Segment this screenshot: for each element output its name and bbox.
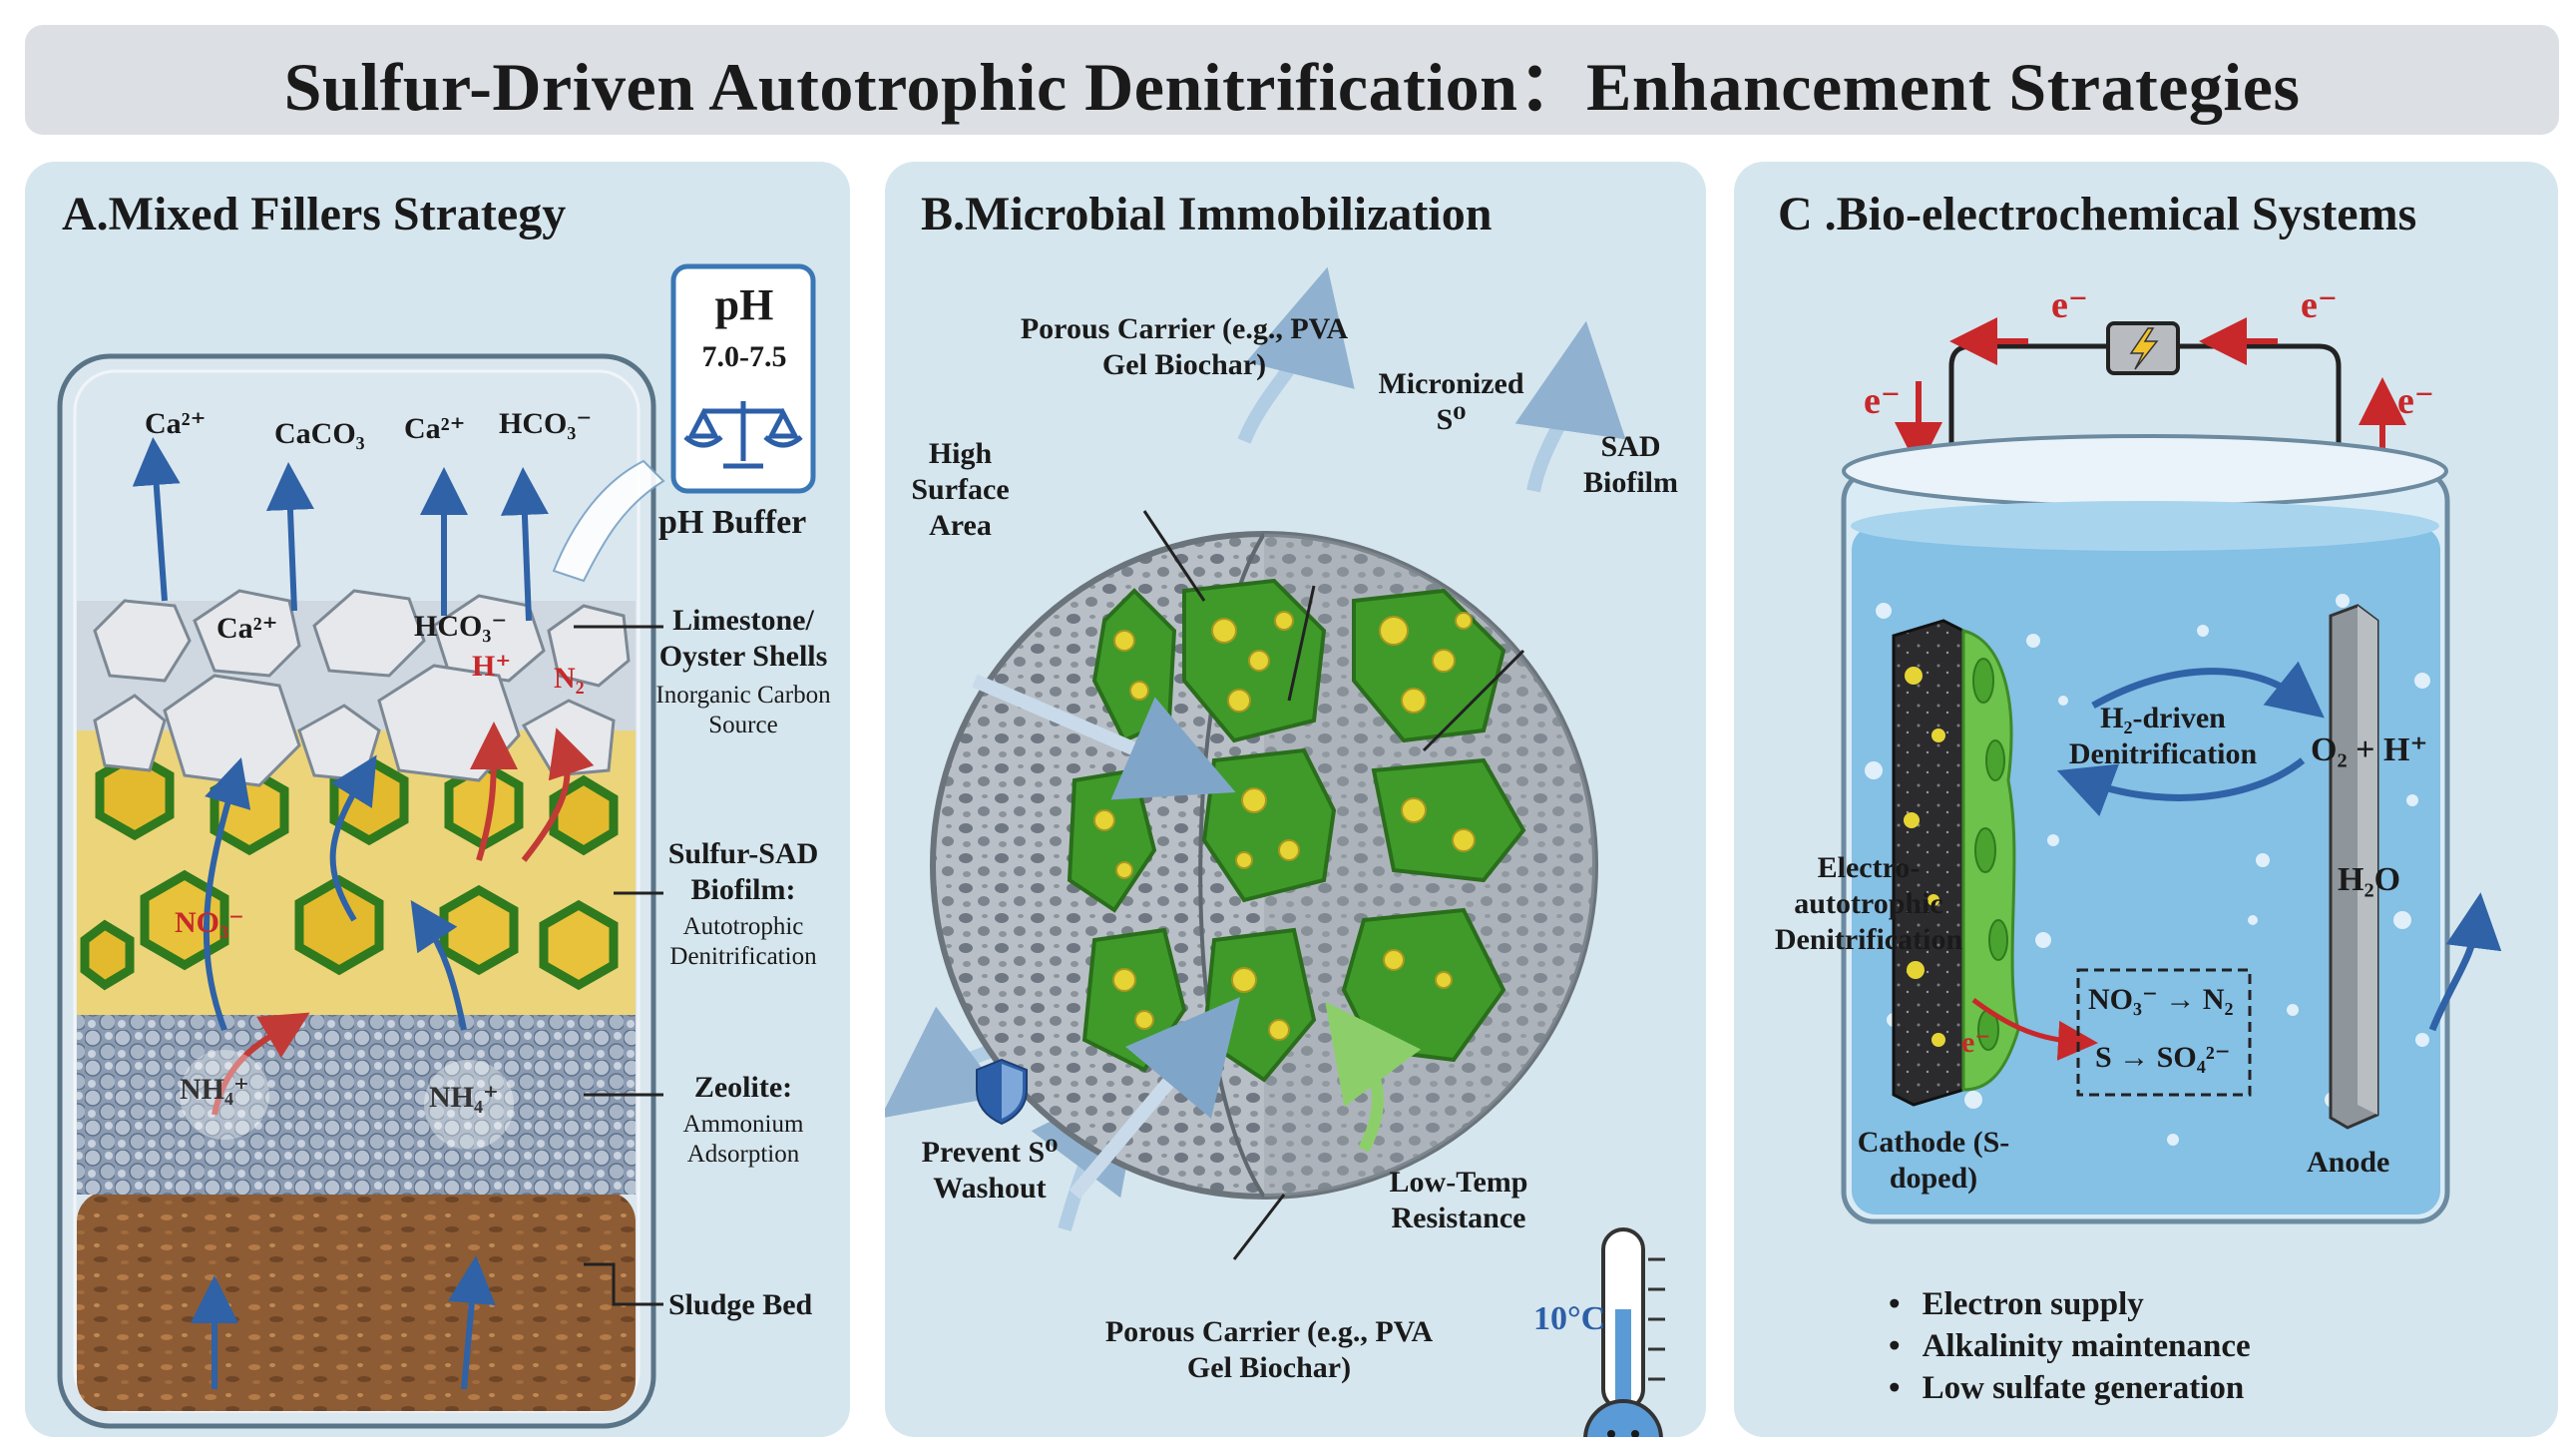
reaction-nitrate: NO₃⁻ → N₂ — [2088, 983, 2234, 1016]
zeolite-subtitle: Ammonium Adsorption — [682, 1111, 804, 1168]
electron-label-biofilm: e⁻ — [1961, 1026, 1991, 1059]
ion-caco3: CaCO₃ — [274, 417, 365, 450]
bullet-alkalinity: Alkalinity maintenance — [1889, 1328, 2251, 1365]
sulfur-subtitle: Autotrophic Denitrification — [669, 913, 817, 970]
limestone-title: Limestone/ Oyster Shells — [658, 604, 828, 673]
temperature-label: 10°C — [1533, 1300, 1606, 1337]
electron-label-top-right: e⁻ — [2301, 284, 2338, 326]
thermometer-icon — [1583, 1227, 1665, 1437]
reaction-box — [2076, 968, 2252, 1097]
ph-label: pH — [714, 280, 774, 329]
h2o-label: H₂O — [2338, 861, 2401, 898]
reaction-sulfate: S → SO₄²⁻ — [2095, 1041, 2231, 1074]
low-temp-resistance-label: Low-Temp Resistance — [1389, 1166, 1528, 1234]
h2-driven-label: H₂-driven Denitrification — [2068, 702, 2258, 770]
bio-electrochemical-cell-illustration — [1841, 317, 2502, 1224]
sludge-title: Sludge Bed — [668, 1288, 813, 1321]
balance-scale-icon — [683, 401, 803, 469]
panel-a-title: A.Mixed Fillers Strategy — [62, 188, 567, 241]
porous-carrier-bottom-label: Porous Carrier (e.g., PVA Gel Biochar) — [1104, 1315, 1434, 1384]
ion-ca-inside: Ca²⁺ — [216, 612, 278, 645]
electron-label-top-left: e⁻ — [2051, 284, 2088, 326]
ion-no3: NO₃⁻ — [175, 906, 244, 939]
shield-icon — [976, 1058, 1028, 1126]
sad-biofilm-label: SAD Biofilm — [1583, 430, 1678, 499]
ph-range: 7.0-7.5 — [701, 340, 787, 373]
cathode-label: Cathode (S-doped) — [1857, 1126, 2010, 1195]
zeolite-layer — [77, 1010, 636, 1195]
micronized-s0-label: Micronized S⁰ — [1378, 367, 1524, 436]
electron-label-right: e⁻ — [2397, 380, 2434, 422]
immobilized-carrier-illustration — [885, 266, 1665, 1437]
porous-carrier-top-label: Porous Carrier (e.g., PVA Gel Biochar) — [1020, 312, 1349, 381]
ion-nh4-right: NH₄⁺ — [429, 1081, 499, 1114]
anode-label: Anode — [2307, 1146, 2390, 1179]
mixed-fillers-column-illustration — [57, 263, 816, 1429]
ion-ca-top-left: Ca²⁺ — [145, 407, 207, 440]
zeolite-title: Zeolite: — [693, 1071, 793, 1104]
limestone-rocks — [93, 589, 631, 787]
ion-nh4-left: NH₄⁺ — [180, 1073, 249, 1106]
ph-buffer-caption: pH Buffer — [658, 504, 807, 541]
panel-b-title: B.Microbial Immobilization — [921, 188, 1493, 241]
page-title: Sulfur-Driven Autotrophic Denitrificatio… — [283, 48, 2301, 125]
o2-h-label: O₂ + H⁺ — [2311, 731, 2428, 768]
limestone-subtitle: Inorganic Carbon Source — [655, 682, 831, 738]
title-bar: Sulfur-Driven Autotrophic Denitrificatio… — [25, 25, 2559, 135]
electron-label-left: e⁻ — [1864, 380, 1901, 422]
sludge-layer — [77, 1192, 636, 1411]
panel-bio-electrochemical: C .Bio-electrochemical Systems e⁻ e⁻ e⁻ … — [1734, 162, 2558, 1437]
high-surface-area-label: High Surface Area — [911, 437, 1010, 542]
ion-ca-top-right: Ca²⁺ — [404, 412, 466, 445]
sulfur-title: Sulfur-SAD Biofilm: — [667, 837, 819, 906]
prevent-washout-label: Prevent S⁰ Washout — [921, 1136, 1059, 1205]
panel-c-title: C .Bio-electrochemical Systems — [1778, 188, 2417, 241]
ion-n2: N₂ — [554, 662, 585, 695]
ion-hco3-top: HCO₃⁻ — [499, 407, 593, 440]
electro-autotrophic-label: Electro- autotrophic Denitrification — [1774, 851, 1963, 956]
panel-microbial-immobilization: B.Microbial Immobilization Porous Carrie… — [885, 162, 1706, 1437]
ion-h: H⁺ — [472, 650, 512, 683]
bullet-low-sulfate: Low sulfate generation — [1889, 1370, 2245, 1407]
bullet-electron-supply: Electron supply — [1889, 1286, 2144, 1323]
ion-hco3-inside: HCO₃⁻ — [414, 610, 508, 643]
panel-mixed-fillers: A.Mixed Fillers Strategy pH 7.0-7.5 pH B… — [25, 162, 850, 1437]
lightning-icon — [2129, 327, 2159, 370]
sad-biofilm-cells — [1067, 578, 1526, 1083]
